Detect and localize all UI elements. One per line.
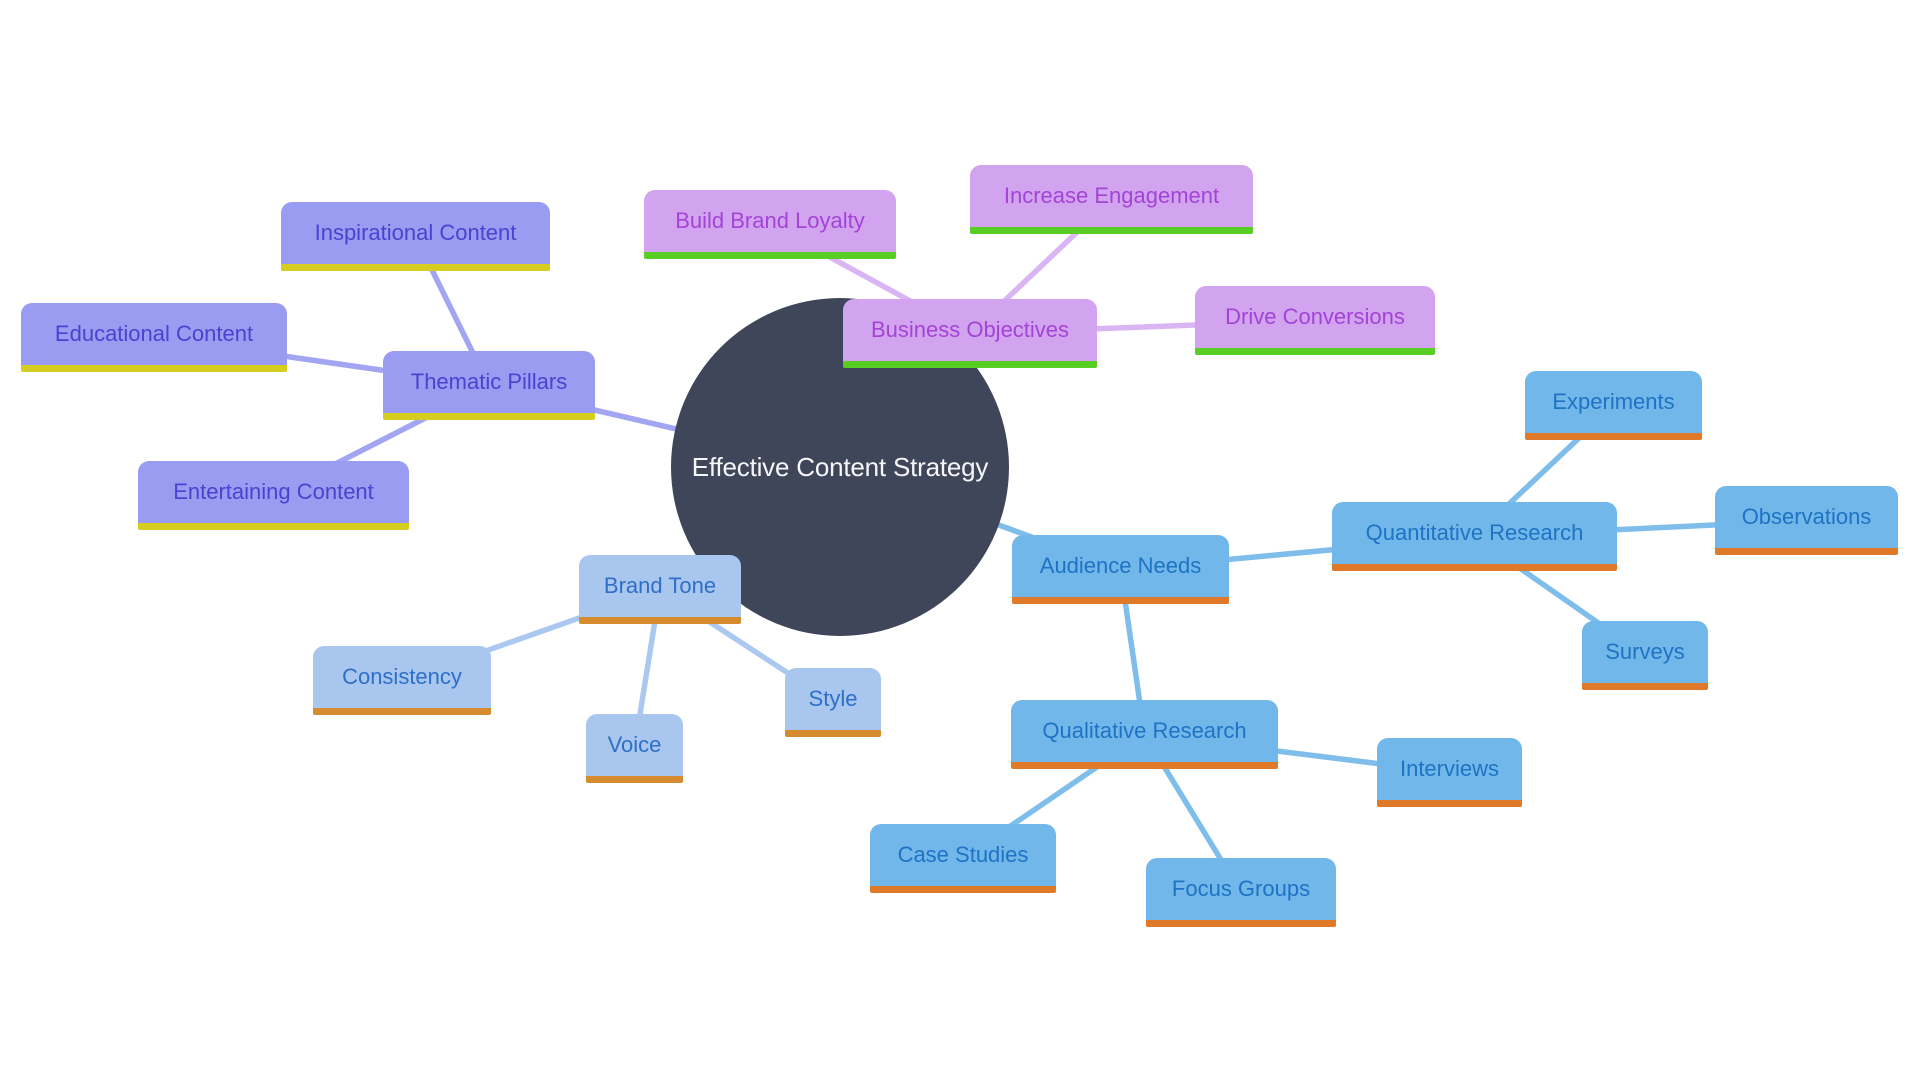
node-surveys[interactable]: Surveys [1582, 621, 1708, 690]
node-drive-conversions[interactable]: Drive Conversions [1195, 286, 1435, 355]
node-label: Style [808, 686, 858, 711]
node-label: Drive Conversions [1225, 304, 1405, 329]
node-business-objectives[interactable]: Business Objectives [843, 299, 1097, 368]
node-brand-tone[interactable]: Brand Tone [579, 555, 741, 624]
node-experiments[interactable]: Experiments [1525, 371, 1702, 440]
node-label: Focus Groups [1171, 876, 1311, 901]
node-label: Observations [1741, 504, 1872, 529]
node-focus-groups[interactable]: Focus Groups [1146, 858, 1336, 927]
node-audience-needs[interactable]: Audience Needs [1012, 535, 1229, 604]
node-label: Interviews [1399, 756, 1500, 781]
node-voice[interactable]: Voice [586, 714, 683, 783]
node-quantitative-research[interactable]: Quantitative Research [1332, 502, 1617, 571]
node-label: Inspirational Content [314, 220, 517, 245]
node-label: Educational Content [54, 321, 254, 346]
node-thematic-pillars[interactable]: Thematic Pillars [383, 351, 595, 420]
node-label: Quantitative Research [1365, 520, 1584, 545]
node-label: Qualitative Research [1042, 718, 1247, 743]
node-interviews[interactable]: Interviews [1377, 738, 1522, 807]
node-observations[interactable]: Observations [1715, 486, 1898, 555]
node-label: Experiments [1552, 389, 1675, 414]
node-label: Build Brand Loyalty [675, 208, 865, 233]
node-label: Brand Tone [603, 573, 717, 598]
node-label: Increase Engagement [1003, 183, 1220, 208]
node-increase-engagement[interactable]: Increase Engagement [970, 165, 1253, 234]
node-case-studies[interactable]: Case Studies [870, 824, 1056, 893]
node-entertaining-content[interactable]: Entertaining Content [138, 461, 409, 530]
node-label: Audience Needs [1039, 553, 1202, 578]
node-educational-content[interactable]: Educational Content [21, 303, 287, 372]
node-build-brand-loyalty[interactable]: Build Brand Loyalty [644, 190, 896, 259]
node-consistency[interactable]: Consistency [313, 646, 491, 715]
node-label: Surveys [1605, 639, 1685, 664]
node-label: Voice [607, 732, 662, 757]
node-style[interactable]: Style [785, 668, 881, 737]
node-label: Thematic Pillars [410, 369, 568, 394]
node-inspirational-content[interactable]: Inspirational Content [281, 202, 550, 271]
node-label: Case Studies [897, 842, 1029, 867]
node-label: Consistency [342, 664, 462, 689]
node-label: Business Objectives [870, 317, 1070, 342]
central-topic-label: Effective Content Strategy [691, 451, 989, 482]
node-label: Entertaining Content [173, 479, 374, 504]
node-qualitative-research[interactable]: Qualitative Research [1011, 700, 1278, 769]
